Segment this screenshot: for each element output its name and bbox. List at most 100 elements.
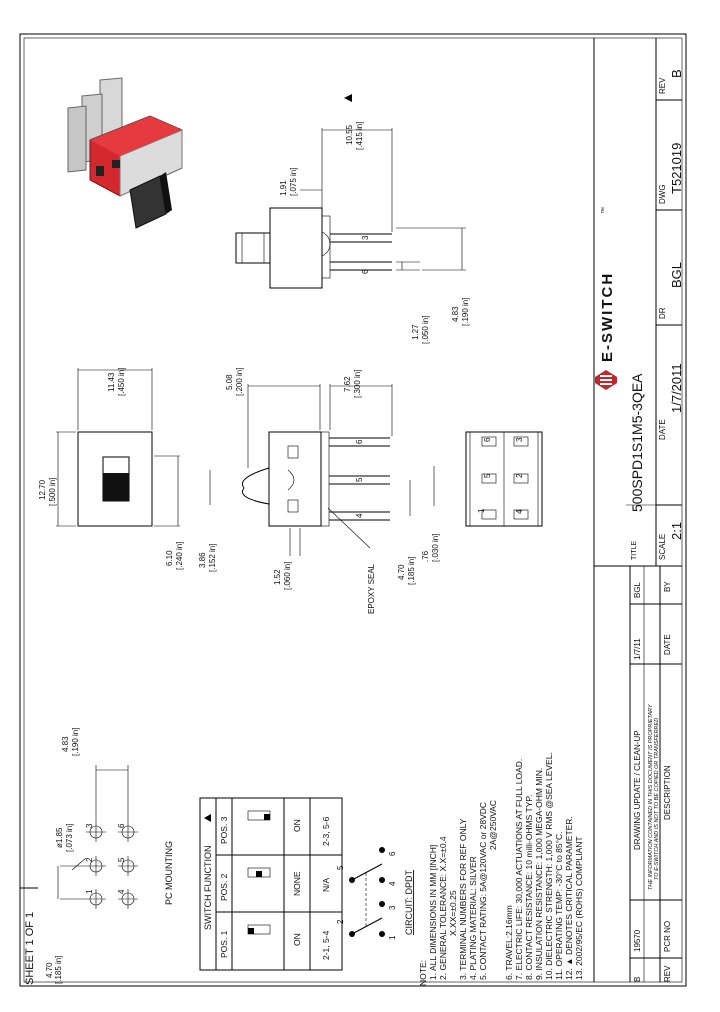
side-dim-pitch-in: [.185 in] (407, 557, 416, 585)
end-pin-6: 6 (361, 269, 370, 274)
top-dim-a-mm: 12.70 (38, 479, 47, 500)
epoxy-seal-label: EPOXY SEAL (367, 563, 376, 614)
e-switch-emblem-icon (595, 370, 617, 390)
title-block: REV B DWG T521019 DR BGL DATE 1/7/2011 S… (593, 38, 684, 567)
brand-name: E-SWITCH (599, 272, 616, 362)
e-switch-logo: E-SWITCH ™ (595, 207, 617, 390)
note-7: 7. ELECTRIC LIFE: 30,000 ACTUATIONS AT F… (514, 759, 524, 980)
note-12: 12. ▲ DENOTES CRITICAL PARAMETER. (564, 816, 574, 980)
date-header: DATE (658, 419, 667, 440)
bottom-pin-5: 5 (483, 473, 492, 478)
end-dim-b-in: [.415 in] (355, 122, 364, 150)
side-dim-body-in: [.200 in] (235, 368, 244, 396)
critical-triangle-icon (344, 94, 352, 102)
scale-header: SCALE (658, 534, 667, 560)
sf-header-pos2: POS. 2 (219, 873, 229, 901)
note-13: 13. 2002/95/EC (ROHS) COMPLIANT (574, 836, 584, 980)
circuit-terminal-3: 3 (388, 905, 397, 910)
sf-state-pos2: NONE (292, 871, 302, 896)
pc-mounting-view: PC MOUNTING 1 2 3 4 5 6 4.70 [.185 in] (45, 728, 174, 984)
end-dim-a-mm: 1.91 (279, 180, 288, 196)
bottom-pin-6: 6 (483, 437, 492, 442)
dr-value: BGL (669, 262, 684, 288)
sheet-inner-border (23, 37, 683, 983)
side-pin-6: 6 (355, 439, 364, 444)
pc-hole-6: 6 (117, 823, 126, 828)
revision-description-value: DRAWING UPDATE / CLEAN-UP (633, 730, 642, 850)
scale-value: 2:1 (669, 522, 684, 540)
end-dim-c-mm: 1.27 (411, 324, 420, 340)
revision-by-header: BY (663, 581, 672, 592)
end-view: 3 6 1.91 [.075 in] 10.55 [.415 in] 1.27 … (235, 94, 470, 344)
part-number-title: 500SPD1S1M5-3QEA (629, 373, 645, 512)
side-dim-pin-mm: 7.62 (343, 376, 352, 392)
revision-date-value: 1/7/11 (633, 638, 642, 660)
critical-triangle-icon (204, 814, 211, 822)
notes-heading: NOTE: (418, 960, 428, 986)
pc-dim-row-mm: 4.83 (61, 736, 70, 752)
revision-rev-value: B (633, 977, 642, 982)
bottom-view: 1 2 3 4 5 6 (465, 431, 543, 527)
dr-header: DR (658, 307, 667, 319)
revision-rev-header: REV (663, 965, 672, 982)
revision-pcr-value: 19570 (633, 929, 642, 952)
side-dim-travel-in: [.152 in] (208, 544, 217, 572)
pc-hole-2: 2 (85, 857, 94, 862)
circuit-terminal-1: 1 (388, 935, 397, 940)
note-8: 8. CONTACT RESISTANCE: 10 milli-OHMS TYP… (524, 795, 534, 980)
pc-dim-row-in: [.190 in] (71, 728, 80, 756)
sf-header-pos1: POS. 1 (219, 930, 229, 958)
circuit-terminals (349, 847, 385, 937)
note-11: 11. OPERATING TEMP: -30°C to 85°C. (554, 831, 564, 980)
side-view-actuator (242, 467, 270, 505)
revision-date-header: DATE (663, 634, 672, 655)
circuit-terminal-6: 6 (388, 851, 397, 856)
side-dim-body-mm: 5.08 (225, 374, 234, 390)
note-5: 5. CONTACT RATING: 5A@120VAC or 28VDC (478, 802, 488, 980)
note-10: 10. DIELECTRIC STRENGTH: 1,000 V RMS @SE… (544, 752, 554, 980)
side-dim-travel-mm: 3.86 (198, 552, 207, 568)
end-dim-a-in: [.075 in] (289, 168, 298, 196)
pc-hole-4: 4 (117, 889, 126, 894)
end-dim-d-in: [.190 in] (461, 298, 470, 326)
note-6: 6. TRAVEL:2.16mm (504, 905, 514, 980)
side-dim-pinw-in: [.060 in] (283, 562, 292, 590)
top-dim-c-mm: 6.10 (165, 550, 174, 566)
pc-hole-5: 5 (117, 857, 126, 862)
rev-value: B (669, 69, 684, 78)
side-pin-5: 5 (355, 477, 364, 482)
pc-hole-1: 1 (85, 889, 94, 894)
sf-state-pos3: ON (292, 819, 302, 832)
note-9: 9. INSULATION RESISTANCE: 1,000 MEGA-OHM… (534, 768, 544, 980)
circuit-diagram: CIRCUIT: DPDT 2 5 1 3 4 6 (336, 847, 414, 940)
notes-block: NOTE: 1. ALL DIMENSIONS IN MM [INCH] 2. … (418, 752, 584, 986)
switch-function-table: SWITCH FUNCTION POS. 1 POS. 2 POS. 3 ON … (199, 797, 343, 971)
top-view-body (77, 431, 153, 527)
end-view-actuator (235, 232, 271, 264)
pc-hole-3: 3 (85, 823, 94, 828)
side-view: 4 5 6 EPOXY SEAL 3.86 [.152 in] 5.08 [.2… (198, 368, 440, 614)
top-dim-b-in: [.450 in] (117, 368, 126, 396)
revision-by-value: BGL (633, 581, 642, 598)
top-view-actuator (103, 473, 129, 501)
circuit-terminal-4: 4 (388, 881, 397, 886)
sf-position-2-icon (247, 867, 271, 878)
sf-position-1-icon (247, 924, 271, 935)
circuit-terminal-2: 2 (336, 919, 345, 924)
side-pin-4: 4 (355, 513, 364, 518)
side-dim-thk-mm: .76 (421, 550, 430, 562)
sf-connection-pos1: 2-1, 5-4 (321, 930, 331, 960)
note-2b: X.XX=±0.25 (448, 890, 458, 936)
top-dim-a-in: [.500 in] (48, 478, 57, 506)
bottom-pin-4: 4 (515, 509, 524, 514)
proprietary-notice-line2: TO E-SWITCH AND IS NOT TO BE COPIED OR T… (654, 718, 660, 880)
sf-header-pos3: POS. 3 (219, 816, 229, 844)
top-dim-b-mm: 11.43 (107, 372, 116, 392)
dwg-value: T521019 (669, 143, 684, 194)
sf-position-3-icon (247, 810, 271, 821)
sf-connection-pos3: 2-3, 5-6 (321, 816, 331, 846)
pc-dim-hole-mm: ø1.85 (55, 827, 64, 848)
end-dim-b-mm: 10.55 (345, 124, 354, 145)
sheet-label: SHEET 1 OF 1 (24, 912, 36, 985)
